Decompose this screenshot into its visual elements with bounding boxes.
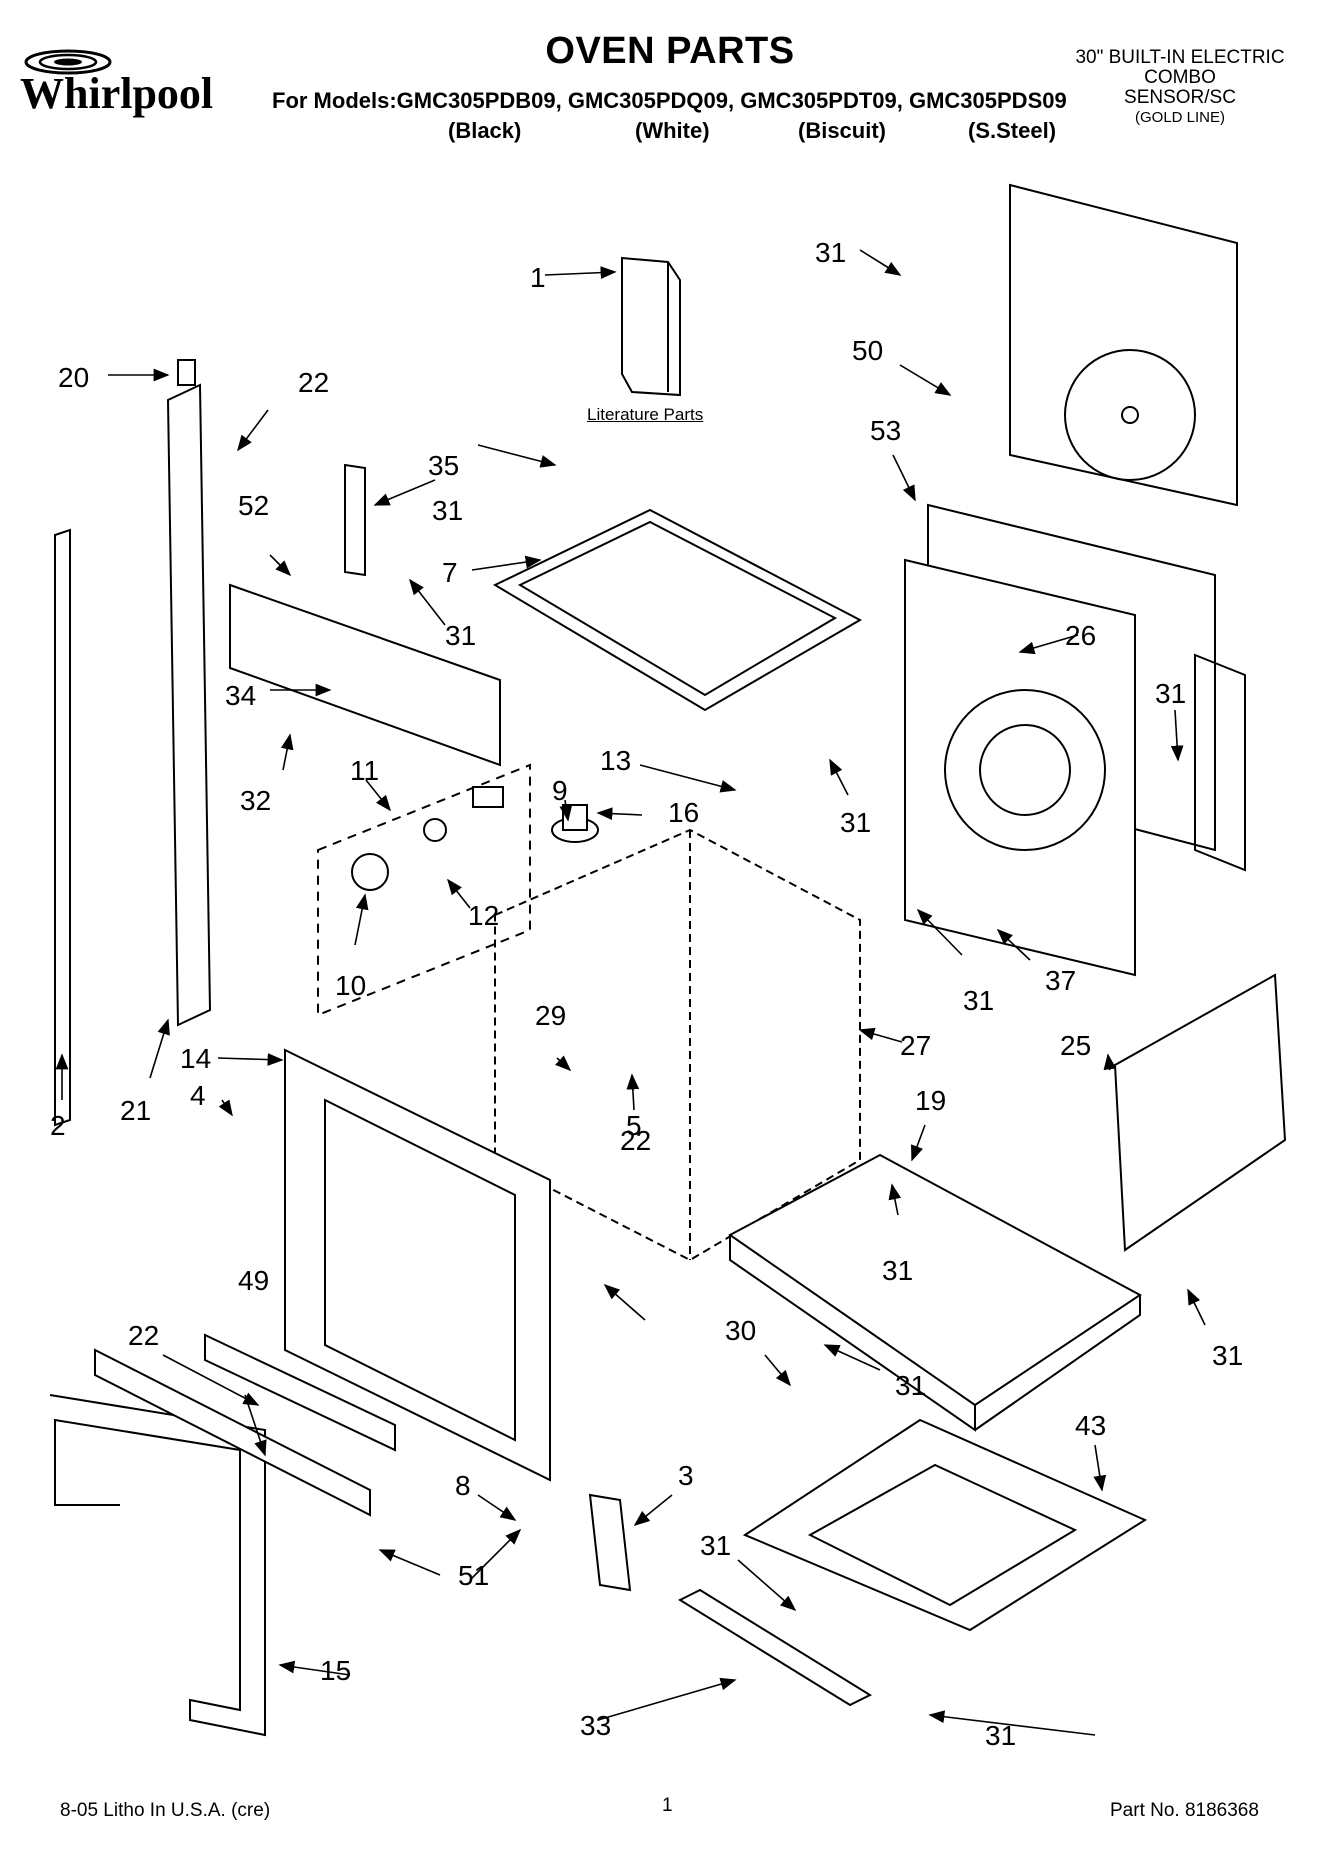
callout-31d: 31: [1155, 678, 1186, 709]
product-line: (GOLD LINE): [1134, 109, 1225, 126]
callout-4: 4: [190, 1080, 206, 1111]
callout-22b: 22: [620, 1125, 651, 1156]
callout-31e: 31: [840, 807, 871, 838]
callout-31b: 31: [432, 495, 463, 526]
color-black: (Black): [448, 118, 522, 143]
whirlpool-logo: Whirlpool: [20, 49, 213, 118]
callout-8: 8: [455, 1470, 471, 1501]
callout-33: 33: [580, 1710, 611, 1741]
callout-7: 7: [442, 557, 458, 588]
callout-9: 9: [552, 775, 568, 806]
callout-52: 52: [238, 490, 269, 521]
callout-31i: 31: [895, 1370, 926, 1401]
callout-31g: 31: [882, 1255, 913, 1286]
product-type: 30" BUILT-IN ELECTRIC COMBO SENSOR/SC (G…: [1030, 48, 1330, 128]
callout-31a: 31: [815, 237, 846, 268]
callout-16: 16: [668, 797, 699, 828]
page-title: OVEN PARTS: [545, 30, 795, 72]
callout-22c: 22: [128, 1320, 159, 1351]
callout-30: 30: [725, 1315, 756, 1346]
callout-3: 3: [678, 1460, 694, 1491]
callout-34: 34: [225, 680, 256, 711]
callout-49: 49: [238, 1265, 269, 1296]
models-line: For Models:GMC305PDB09, GMC305PDQ09, GMC…: [272, 88, 1067, 113]
callout-53: 53: [870, 415, 901, 446]
callout-31h: 31: [1212, 1340, 1243, 1371]
color-biscuit: (Biscuit): [798, 118, 886, 143]
color-steel: (S.Steel): [968, 118, 1057, 143]
callout-11: 11: [350, 755, 379, 786]
callout-26: 26: [1065, 620, 1096, 651]
callout-32: 32: [240, 785, 271, 816]
callout-20: 20: [58, 362, 89, 393]
callout-31f: 31: [963, 985, 994, 1016]
literature-parts-label: Literature Parts: [587, 405, 704, 424]
brand-text: Whirlpool: [20, 69, 213, 118]
part-number: Part No. 8186368: [1110, 1800, 1259, 1821]
callout-15: 15: [320, 1655, 351, 1686]
callout-31j: 31: [700, 1530, 731, 1561]
product-type-line: 30" BUILT-IN ELECTRIC: [1075, 47, 1285, 68]
callout-22a: 22: [298, 367, 329, 398]
page-number: 1: [662, 1795, 673, 1816]
callout-1: 1: [530, 262, 546, 293]
callout-50: 50: [852, 335, 883, 366]
callout-19: 19: [915, 1085, 946, 1116]
product-type-line: SENSOR/SC: [1124, 87, 1236, 108]
callout-29: 29: [535, 1000, 566, 1031]
color-white: (White): [635, 118, 710, 143]
callout-13: 13: [600, 745, 631, 776]
callout-12: 12: [468, 900, 499, 931]
callout-31k: 31: [985, 1720, 1016, 1751]
callout-27: 27: [900, 1030, 931, 1061]
callout-31c: 31: [445, 620, 476, 651]
callout-14: 14: [180, 1043, 211, 1074]
callout-51: 51: [458, 1560, 489, 1591]
callout-37: 37: [1045, 965, 1076, 996]
product-type-line: COMBO: [1144, 67, 1216, 88]
callout-10: 10: [335, 970, 366, 1001]
footer-print-info: 8-05 Litho In U.S.A. (cre): [60, 1800, 271, 1821]
callout-35: 35: [428, 450, 459, 481]
callout-43: 43: [1075, 1410, 1106, 1441]
callout-2: 2: [50, 1110, 66, 1141]
callout-5: 5: [626, 1110, 642, 1141]
callout-25: 25: [1060, 1030, 1091, 1061]
callout-21: 21: [120, 1095, 151, 1126]
